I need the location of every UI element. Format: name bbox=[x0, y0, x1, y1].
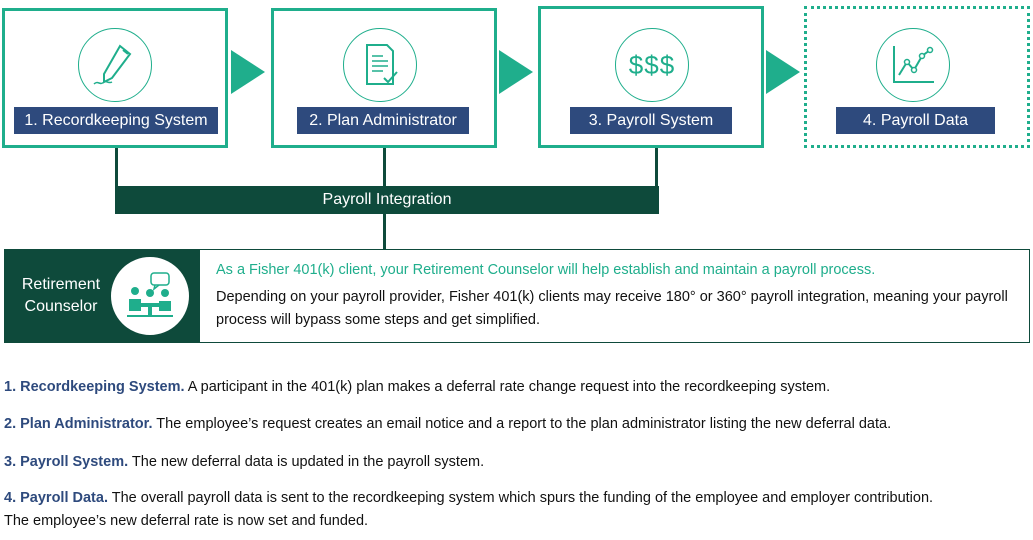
description-number: 4. bbox=[4, 490, 17, 506]
description-title: Payroll Data. bbox=[20, 490, 108, 506]
description-text: A participant in the 401(k) plan makes a… bbox=[184, 379, 831, 395]
description-number: 1. bbox=[4, 379, 17, 395]
step-label-plan-administrator: 2. Plan Administrator bbox=[297, 107, 469, 134]
connector-line-2 bbox=[383, 148, 386, 186]
counselor-body-text: Depending on your payroll provider, Fish… bbox=[216, 289, 1008, 328]
connector-line-3 bbox=[655, 148, 658, 186]
description-number: 3. bbox=[4, 454, 17, 470]
counselor-sidebar: Retirement Counselor bbox=[5, 250, 200, 342]
line-chart-icon bbox=[876, 28, 950, 102]
description-step-2: 2. Plan Administrator. The employee’s re… bbox=[4, 413, 1014, 436]
description-number: 2. bbox=[4, 416, 17, 432]
description-title: Payroll System. bbox=[20, 454, 129, 470]
arrow-3-to-4 bbox=[766, 50, 800, 94]
arrow-1-to-2 bbox=[231, 50, 265, 94]
pen-signature-icon bbox=[78, 28, 152, 102]
counselor-highlight-text: As a Fisher 401(k) client, your Retireme… bbox=[216, 262, 876, 278]
document-check-icon bbox=[343, 28, 417, 102]
arrow-2-to-3 bbox=[499, 50, 533, 94]
description-step-4: 4. Payroll Data. The overall payroll dat… bbox=[4, 487, 944, 533]
step-label-payroll-data: 4. Payroll Data bbox=[836, 107, 995, 134]
description-text: The new deferral data is updated in the … bbox=[128, 454, 485, 470]
description-step-1: 1. Recordkeeping System. A participant i… bbox=[4, 376, 1014, 399]
payroll-integration-bar: Payroll Integration bbox=[115, 186, 659, 214]
retirement-counselor-panel: Retirement Counselor As a Fisher 401(k) … bbox=[4, 249, 1030, 343]
step-label-payroll-system: 3. Payroll System bbox=[570, 107, 732, 134]
step-label-recordkeeping: 1. Recordkeeping System bbox=[14, 107, 218, 134]
dollar-signs-icon: $$$ bbox=[615, 28, 689, 102]
description-title: Plan Administrator. bbox=[20, 416, 153, 432]
description-title: Recordkeeping System. bbox=[20, 379, 185, 395]
connector-line-1 bbox=[115, 148, 118, 186]
dollar-signs-text: $$$ bbox=[628, 49, 676, 80]
description-text: The overall payroll data is sent to the … bbox=[4, 490, 934, 529]
connector-line-counselor bbox=[383, 214, 386, 250]
description-text: The employee’s request creates an email … bbox=[152, 416, 892, 432]
description-step-3: 3. Payroll System. The new deferral data… bbox=[4, 451, 1014, 474]
meeting-people-icon bbox=[109, 255, 191, 337]
counselor-title: Retirement Counselor bbox=[21, 276, 101, 315]
